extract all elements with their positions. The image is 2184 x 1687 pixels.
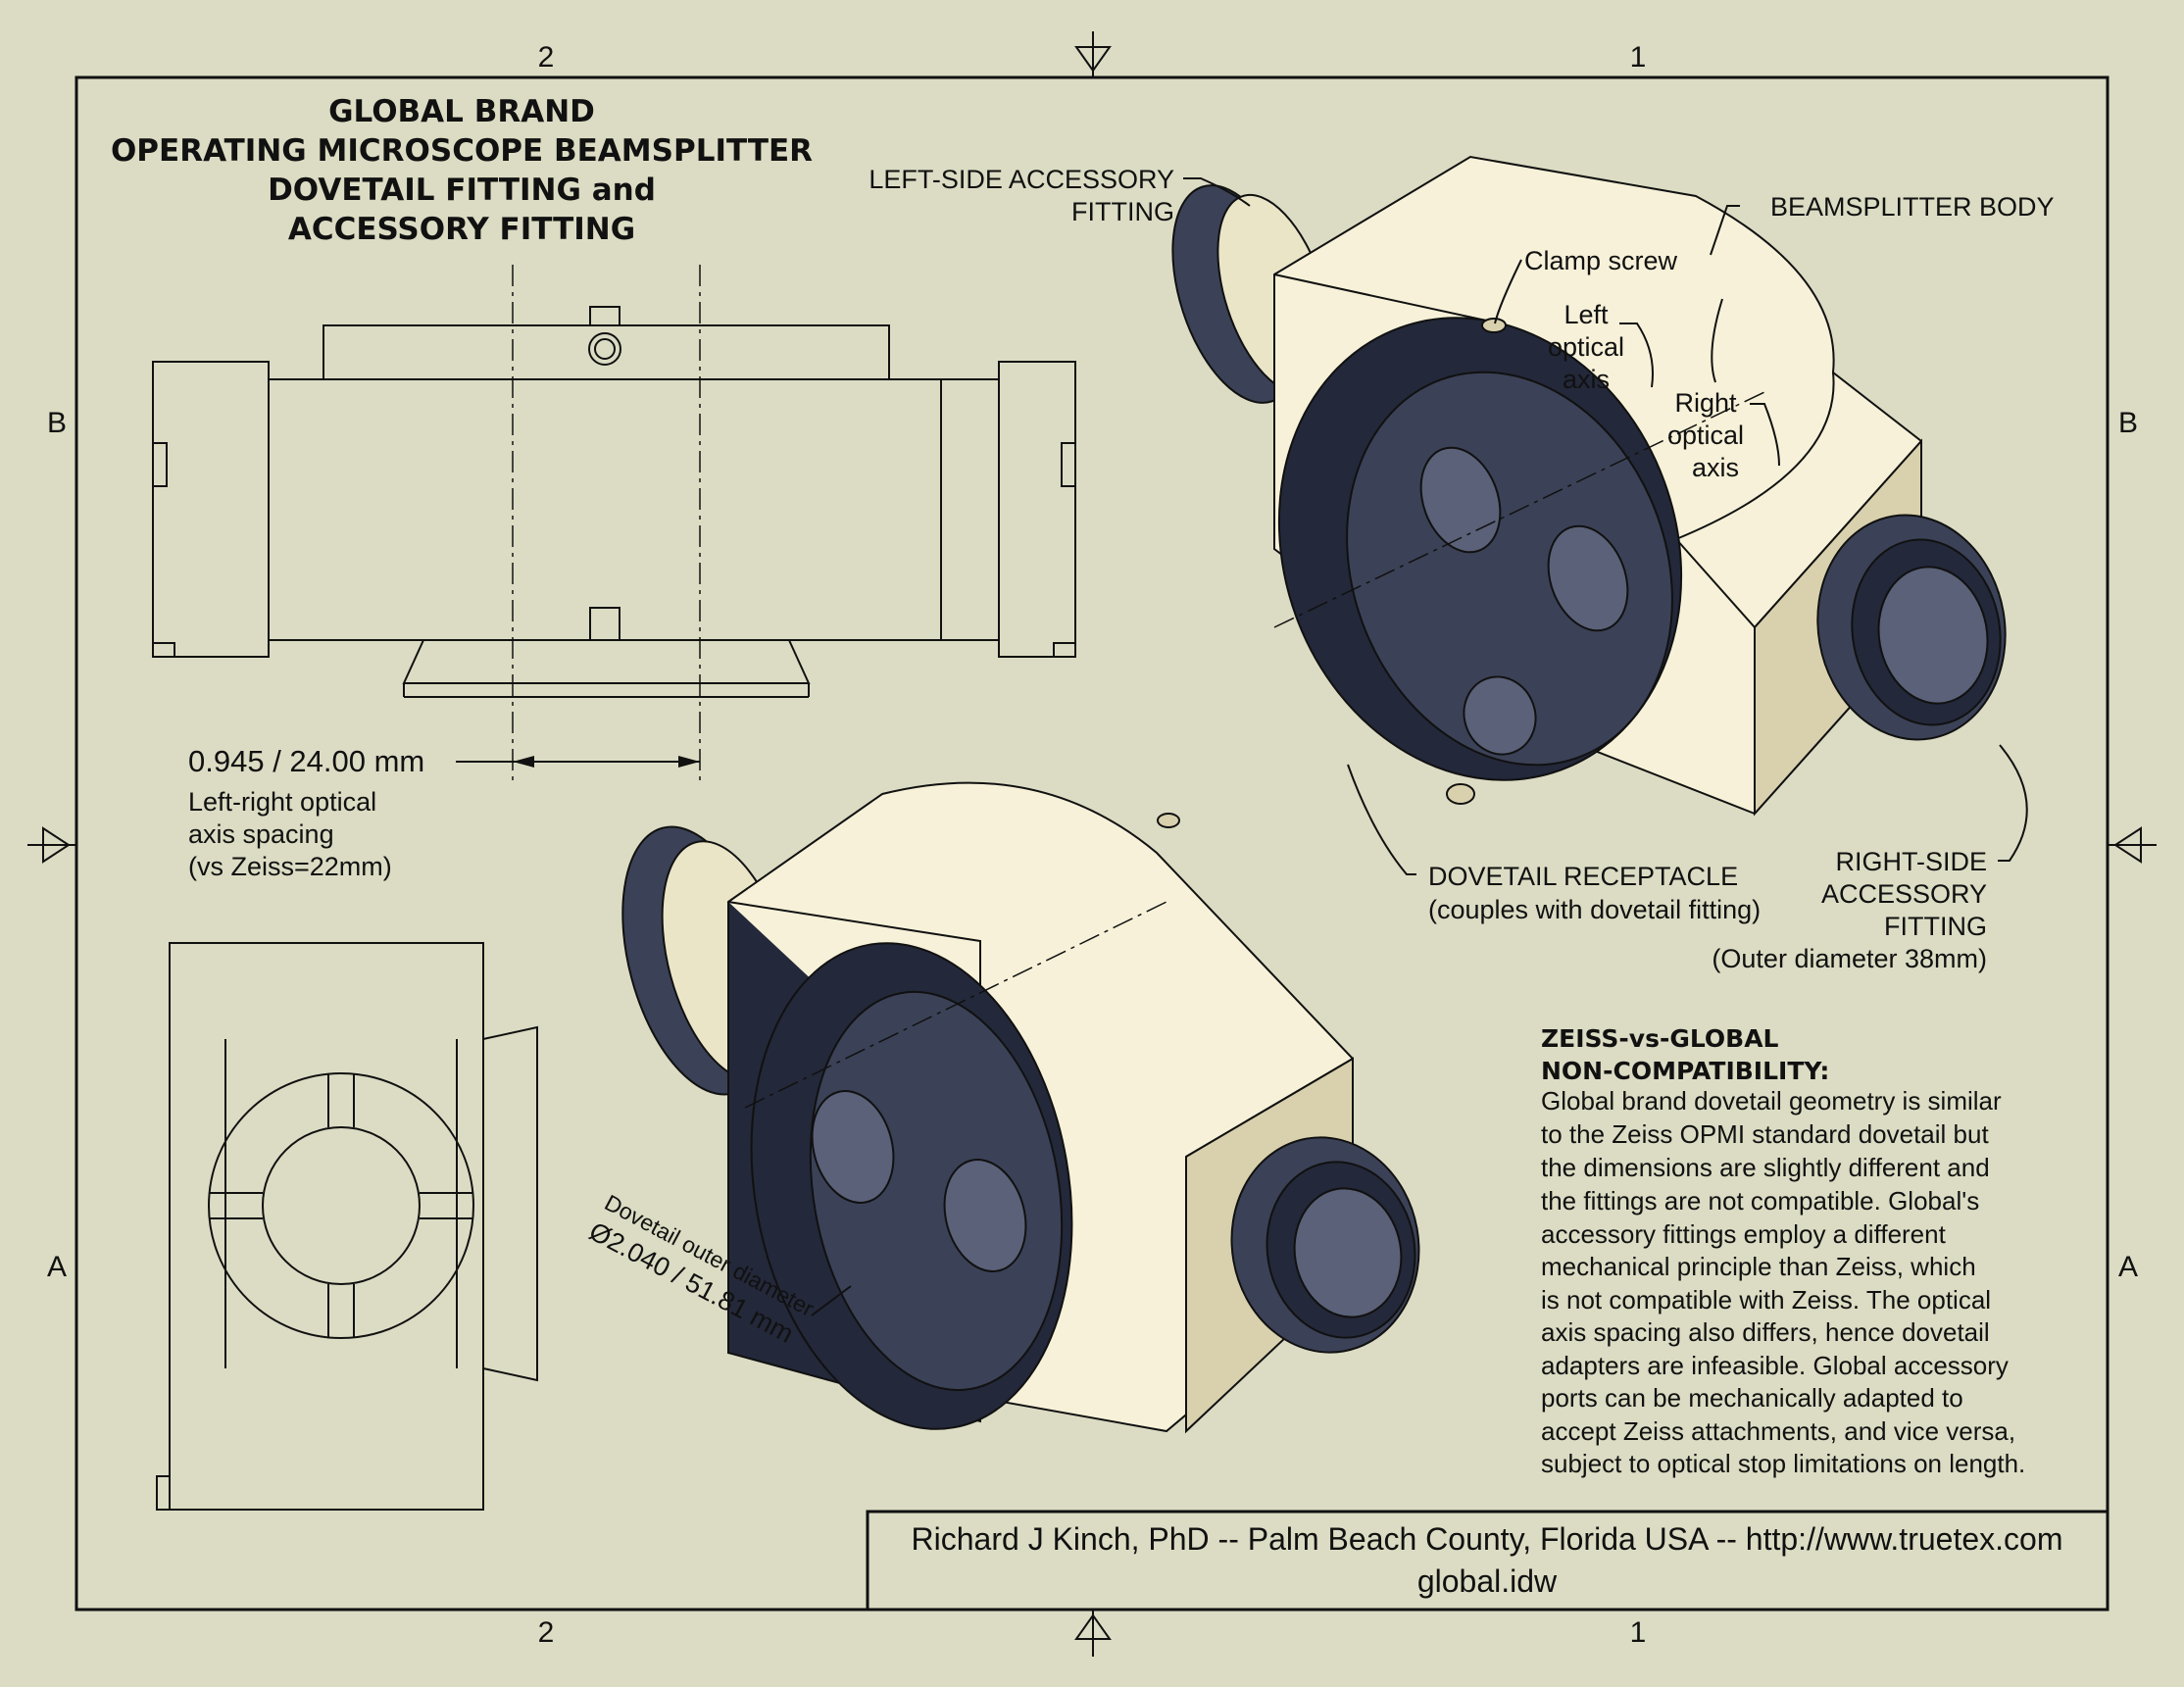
- zone-label-top-1: 1: [1630, 41, 1647, 74]
- label-left-axis-1: Left: [1564, 300, 1609, 329]
- dimension-caption-3: (vs Zeiss=22mm): [188, 852, 392, 881]
- zone-label-bottom-2: 2: [538, 1616, 555, 1649]
- title-line-3: DOVETAIL FITTING and: [268, 173, 656, 208]
- label-left-axis-3: axis: [1563, 365, 1610, 394]
- label-left-fitting-2: FITTING: [1071, 197, 1174, 226]
- zone-label-right-b: B: [2118, 407, 2138, 439]
- note-line: the dimensions are slightly different an…: [1541, 1153, 1990, 1182]
- center-arrow-top: [1074, 46, 1112, 73]
- note-line: to the Zeiss OPMI standard dovetail but: [1541, 1119, 1989, 1149]
- dimension-value: 0.945 / 24.00 mm: [188, 744, 424, 778]
- title-line-1: GLOBAL BRAND: [328, 94, 595, 129]
- label-right-fitting-1: RIGHT-SIDE: [1835, 847, 1987, 876]
- title-line-4: ACCESSORY FITTING: [288, 212, 635, 247]
- label-right-fitting-3: FITTING: [1884, 912, 1987, 941]
- label-right-fitting-4: (Outer diameter 38mm): [1712, 944, 1987, 973]
- compatibility-note: ZEISS-vs-GLOBAL NON-COMPATIBILITY: Globa…: [1541, 1024, 2025, 1478]
- note-line: accessory fittings employ a different: [1541, 1219, 1947, 1249]
- label-right-axis-1: Right: [1674, 388, 1737, 418]
- label-right-axis-2: optical: [1667, 421, 1744, 450]
- label-clamp-screw: Clamp screw: [1524, 246, 1678, 275]
- label-right-axis-3: axis: [1692, 453, 1739, 482]
- dimension-caption-2: axis spacing: [188, 819, 334, 849]
- zone-label-right-a: A: [2118, 1251, 2138, 1283]
- note-heading-1: ZEISS-vs-GLOBAL: [1541, 1024, 1779, 1053]
- label-left-axis-2: optical: [1548, 332, 1624, 362]
- label-dovetail-receptacle-1: DOVETAIL RECEPTACLE: [1428, 862, 1738, 891]
- note-heading-2: NON-COMPATIBILITY:: [1541, 1057, 1829, 1085]
- note-line: the fittings are not compatible. Global'…: [1541, 1186, 1979, 1216]
- zone-label-top-2: 2: [538, 41, 555, 74]
- note-line: axis spacing also differs, hence dovetai…: [1541, 1317, 1990, 1347]
- isometric-view-bottom: [621, 781, 1420, 1434]
- zone-label-left-a: A: [47, 1251, 67, 1283]
- leader-lines: [811, 177, 2028, 1316]
- dimension-caption-1: Left-right optical: [188, 787, 376, 817]
- note-line: Global brand dovetail geometry is simila…: [1541, 1086, 2002, 1116]
- title-block-author: Richard J Kinch, PhD -- Palm Beach Count…: [912, 1521, 2063, 1557]
- center-arrow-right: [2113, 826, 2142, 864]
- optical-axis-spacing-dimension: [456, 756, 700, 768]
- label-beamsplitter-body: BEAMSPLITTER BODY: [1770, 192, 2055, 222]
- label-dovetail-receptacle-2: (couples with dovetail fitting): [1428, 895, 1761, 924]
- note-line: ports can be mechanically adapted to: [1541, 1383, 1963, 1413]
- side-view: [156, 942, 538, 1511]
- note-line: adapters are infeasible. Global accessor…: [1541, 1351, 2009, 1380]
- zone-label-bottom-1: 1: [1630, 1616, 1647, 1649]
- zone-label-left-b: B: [47, 407, 67, 439]
- front-view: [152, 265, 1076, 784]
- title-block: [866, 1510, 2110, 1612]
- isometric-view-top: [1171, 155, 2007, 817]
- center-arrow-bottom: [1074, 1613, 1112, 1640]
- label-right-fitting-2: ACCESSORY: [1821, 879, 1987, 909]
- title-line-2: OPERATING MICROSCOPE BEAMSPLITTER: [111, 133, 813, 169]
- center-arrow-left: [42, 826, 71, 864]
- note-line: mechanical principle than Zeiss, which: [1541, 1252, 1976, 1281]
- note-line: is not compatible with Zeiss. The optica…: [1541, 1285, 1991, 1315]
- label-left-fitting-1: LEFT-SIDE ACCESSORY: [869, 165, 1174, 194]
- title-block-filename: global.idw: [1417, 1563, 1558, 1599]
- note-line: subject to optical stop limitations on l…: [1541, 1449, 2025, 1478]
- note-line: accept Zeiss attachments, and vice versa…: [1541, 1416, 2015, 1446]
